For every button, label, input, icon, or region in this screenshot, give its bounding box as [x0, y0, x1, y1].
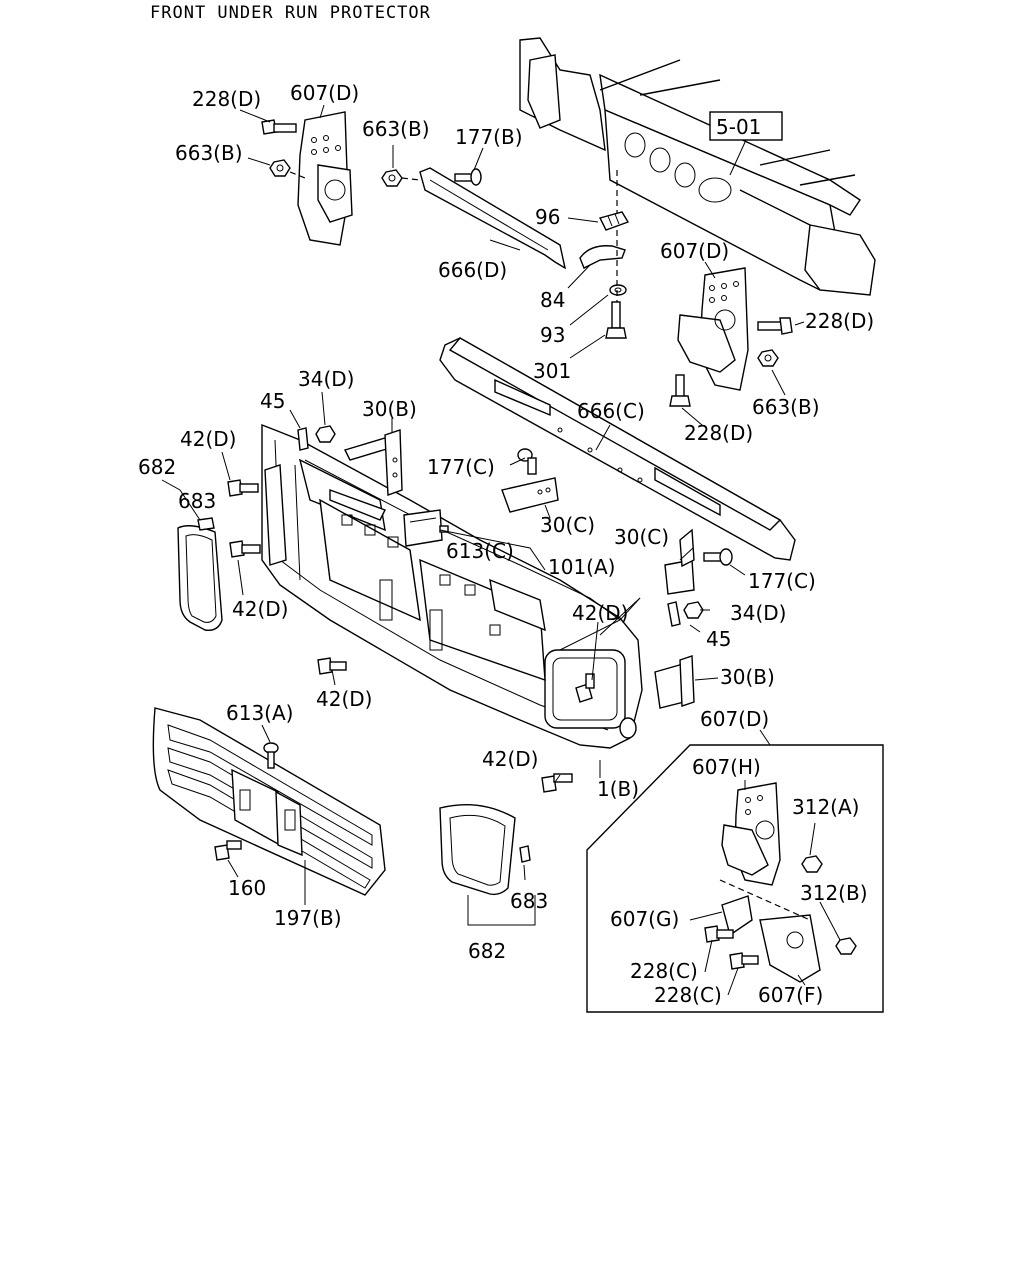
- callout-177c-middle: 177(C): [427, 455, 495, 479]
- fastener-45-right: [667, 601, 681, 627]
- callout-682-bottom: 682: [468, 939, 506, 963]
- callout-666d: 666(D): [438, 258, 507, 282]
- callout-312b: 312(B): [800, 881, 868, 905]
- callout-666c: 666(C): [577, 399, 645, 423]
- callout-607h: 607(H): [692, 755, 761, 779]
- bracket-30c-middle: [501, 477, 559, 513]
- callout-42d-1: 42(D): [180, 427, 236, 451]
- callout-84: 84: [540, 288, 565, 312]
- grille-197b: [152, 707, 386, 896]
- callout-42d-4: 42(D): [316, 687, 372, 711]
- lamp-bezel-682-left: [177, 525, 223, 631]
- bolt-228d-right-bottom: [669, 374, 691, 407]
- washer-93: [609, 284, 627, 296]
- screw-613a: [263, 742, 279, 769]
- protector-bar-666c: [439, 337, 796, 561]
- bolt-42d-1: [227, 479, 259, 497]
- bolt-228d-right: [757, 317, 793, 335]
- reference-label: 5-01: [716, 115, 761, 139]
- callout-30b-top: 30(B): [362, 397, 417, 421]
- callout-607d-right: 607(D): [660, 239, 729, 263]
- clip-683-bottom: [519, 845, 531, 863]
- callout-1b: 1(B): [597, 777, 639, 801]
- bracket-30b-top: [344, 429, 403, 496]
- bolt-177c-middle: [517, 448, 537, 475]
- callout-683-bottom: 683: [510, 889, 548, 913]
- callout-177c-right: 177(C): [748, 569, 816, 593]
- callout-683-left: 683: [178, 489, 216, 513]
- diagram-title: FRONT UNDER RUN PROTECTOR: [150, 3, 431, 23]
- bracket-607d-left: [297, 111, 353, 246]
- callout-96: 96: [535, 205, 560, 229]
- nut-34d-right: [683, 601, 704, 619]
- callout-34d-top: 34(D): [298, 367, 354, 391]
- callout-labels: 228(D) 607(D) 663(B) 663(B) 177(B) 96 66…: [138, 81, 874, 1007]
- callout-312a: 312(A): [792, 795, 859, 819]
- bolt-160: [214, 840, 242, 861]
- detail-box: [586, 729, 884, 1013]
- callout-663b-left: 663(B): [175, 141, 243, 165]
- nut-663b-right: [757, 349, 779, 367]
- callout-101a: 101(A): [548, 555, 615, 579]
- bolt-301: [605, 301, 627, 339]
- bolt-177b: [454, 168, 482, 186]
- callout-228c-1: 228(C): [630, 959, 698, 983]
- bolt-177c-right: [703, 548, 733, 566]
- bracket-607d-right: [677, 267, 749, 391]
- bolt-42d-2: [229, 540, 261, 558]
- callout-34d-right: 34(D): [730, 601, 786, 625]
- bumper-inner-frame: [298, 458, 546, 682]
- lamp-bezel-682-bottom: [439, 803, 516, 896]
- callout-301: 301: [533, 359, 571, 383]
- nut-34d-top: [315, 425, 336, 443]
- callout-607g: 607(G): [610, 907, 679, 931]
- callout-42d-3: 42(D): [572, 601, 628, 625]
- fastener-45-top: [297, 427, 309, 451]
- hook-84: [579, 245, 626, 269]
- pad-96: [598, 211, 630, 231]
- callout-613c: 613(C): [446, 539, 514, 563]
- bolt-228d-topleft: [261, 119, 297, 135]
- callout-42d-5: 42(D): [482, 747, 538, 771]
- callout-607d-box: 607(D): [700, 707, 769, 731]
- stay-666d: [419, 167, 567, 270]
- callout-663b-middle: 663(B): [362, 117, 430, 141]
- callout-160: 160: [228, 876, 266, 900]
- callout-30b-right: 30(B): [720, 665, 775, 689]
- callout-682-left: 682: [138, 455, 176, 479]
- callout-45-top: 45: [260, 389, 285, 413]
- callout-42d-2: 42(D): [232, 597, 288, 621]
- callout-228d-topleft: 228(D): [192, 87, 261, 111]
- callout-93: 93: [540, 323, 565, 347]
- callout-30c-middle: 30(C): [540, 513, 595, 537]
- callout-663b-right: 663(B): [752, 395, 820, 419]
- bolt-42d-5: [541, 773, 573, 793]
- bolt-42d-4: [575, 673, 595, 703]
- leader-lines-bumper: [161, 391, 746, 783]
- callout-45-right: 45: [706, 627, 731, 651]
- clip-683-left: [197, 517, 215, 531]
- callout-197b: 197(B): [274, 906, 342, 930]
- callout-177b: 177(B): [455, 125, 523, 149]
- callout-613a: 613(A): [226, 701, 293, 725]
- callout-228d-right-bottom: 228(D): [684, 421, 753, 445]
- nut-663b-middle: [381, 169, 421, 187]
- chassis-frame: [519, 37, 876, 296]
- bolt-42d-3: [317, 657, 347, 675]
- callout-607f: 607(F): [758, 983, 823, 1007]
- callout-228c-2: 228(C): [654, 983, 722, 1007]
- reference-box: 5-01: [709, 111, 783, 176]
- callout-607d-topleft: 607(D): [290, 81, 359, 105]
- bracket-30c-right: [664, 528, 695, 595]
- callout-228d-right: 228(D): [805, 309, 874, 333]
- bracket-30b-right: [654, 655, 695, 709]
- callout-30c-right: 30(C): [614, 525, 669, 549]
- clip-613c: [403, 509, 449, 547]
- nut-663b-left: [269, 159, 306, 179]
